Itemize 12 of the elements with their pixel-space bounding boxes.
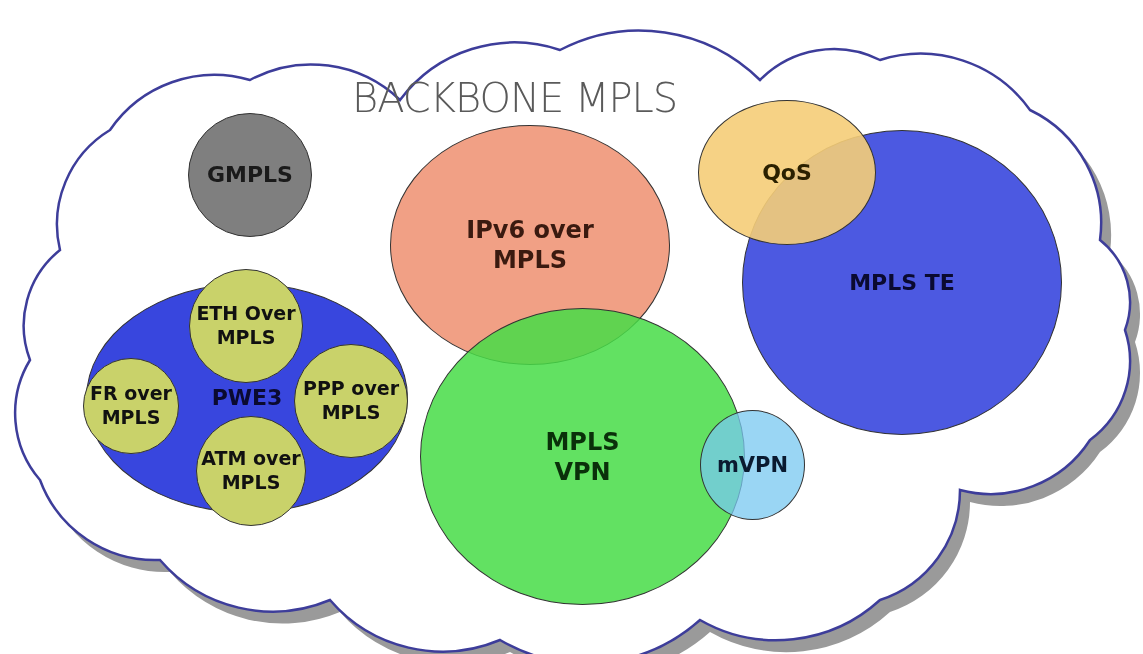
circle-label: MPLS VPN (544, 426, 621, 487)
circle-label: PPP over MPLS (301, 377, 401, 425)
circle-label: MPLS TE (849, 268, 955, 297)
circle-label: GMPLS (207, 161, 293, 189)
circle-label: mVPN (716, 451, 789, 479)
circle-label: ETH Over MPLS (196, 302, 296, 350)
circle-label: FR over MPLS (89, 382, 173, 430)
cloud-title: BACKBONE MPLS (352, 78, 678, 118)
circle-label: ATM over MPLS (201, 447, 301, 495)
circle-label: PWE3 (211, 384, 283, 412)
circle-label: QoS (762, 158, 812, 187)
circle-label: IPv6 over MPLS (465, 215, 595, 275)
